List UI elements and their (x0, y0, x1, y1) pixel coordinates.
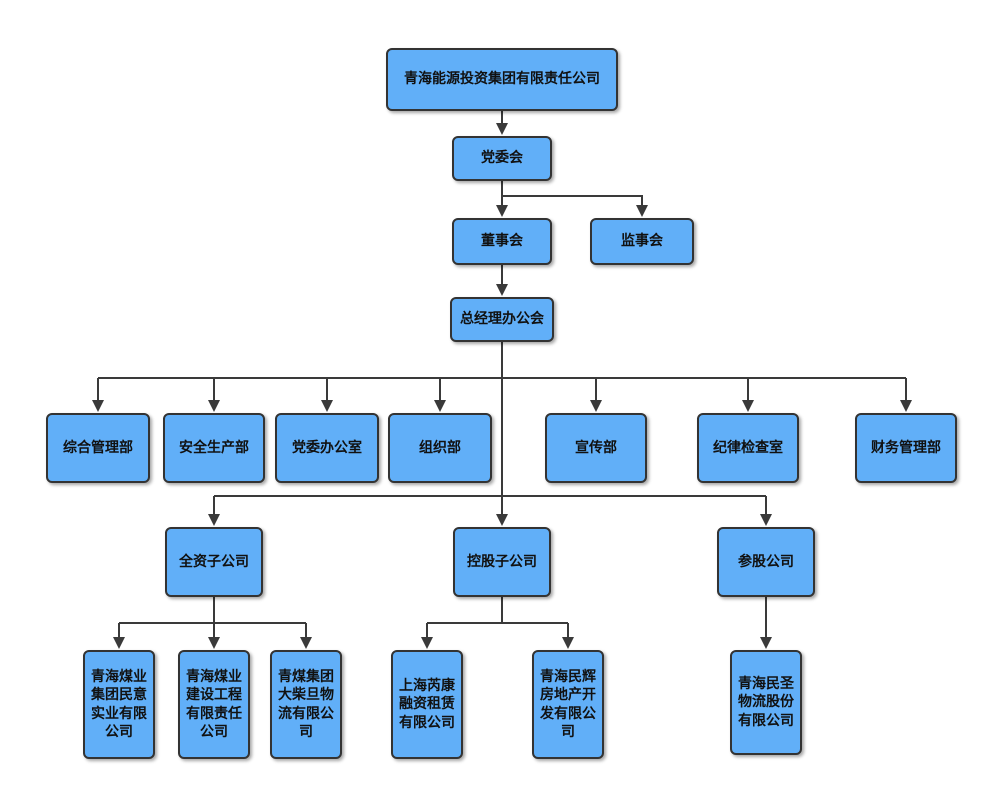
node-group-wholly-owned-subsidiaries: 全资子公司 (165, 527, 263, 597)
node-dept-general-management: 综合管理部 (46, 413, 150, 483)
node-dept-party-office: 党委办公室 (275, 413, 379, 483)
node-company-minsheng-logistics: 青海民圣物流股份有限公司 (730, 650, 802, 755)
node-company-minyi-industrial: 青海煤业集团民意实业有限公司 (83, 650, 155, 759)
node-company-construction-engineering: 青海煤业建设工程有限责任公司 (178, 650, 250, 759)
node-board-of-directors: 董事会 (452, 218, 552, 265)
node-supervisory-board: 监事会 (590, 218, 694, 265)
node-dept-publicity: 宣传部 (545, 413, 647, 483)
node-company-ruikang-leasing: 上海芮康融资租赁有限公司 (391, 650, 463, 759)
node-dept-safety-production: 安全生产部 (163, 413, 265, 483)
node-party-committee: 党委会 (452, 136, 552, 181)
node-gm-office-meeting: 总经理办公会 (450, 297, 554, 342)
node-company-dachaidan-logistics: 青煤集团大柴旦物流有限公司 (270, 650, 342, 759)
node-company-minhui-realestate: 青海民辉房地产开发有限公司 (532, 650, 604, 759)
edge-party-supervisory (502, 195, 648, 217)
node-group-holding-subsidiaries: 控股子公司 (453, 527, 551, 597)
node-group-equity-companies: 参股公司 (717, 527, 815, 597)
node-root-company: 青海能源投资集团有限责任公司 (386, 48, 618, 111)
node-dept-organization: 组织部 (388, 413, 492, 483)
node-dept-finance-management: 财务管理部 (855, 413, 957, 483)
node-dept-discipline-inspection: 纪律检查室 (697, 413, 799, 483)
